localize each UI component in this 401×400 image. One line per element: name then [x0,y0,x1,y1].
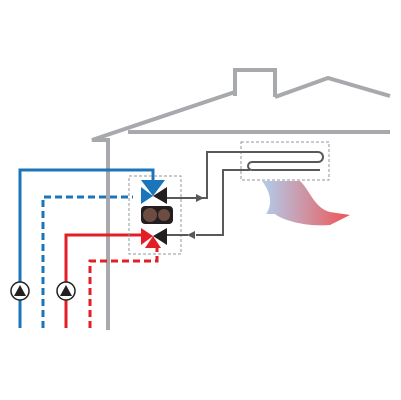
building-outline [91,68,391,330]
return-line-upper [167,151,250,199]
pump-arrow-icon [60,285,72,296]
actuator-motor [143,208,157,222]
airflow-icon [262,181,350,226]
pump-hot [56,281,76,301]
return-line-lower [196,169,250,236]
pump-arrow-icon [14,285,26,296]
hot-return-pipe-dashed [88,246,159,328]
three-way-valve-icon [141,180,165,196]
valve-right-triangle [153,228,167,245]
three-way-valve-upper [141,180,167,204]
valve-group-box [128,175,182,255]
three-way-valve-lower [141,228,167,248]
valve-bottom-triangle [145,236,161,248]
supply-lines [18,168,159,328]
cold-supply-pipe [18,168,155,328]
valve-right-triangle [153,187,167,204]
cold-return-pipe-dashed [41,195,133,328]
valve-left-triangle [141,187,153,204]
flow-arrow-icon [187,231,195,239]
chimney [233,68,277,97]
return-circuit [167,151,250,236]
roof-right-slope [274,75,391,99]
coil-heat-exchanger-icon [247,151,324,171]
pump-cold [10,281,30,301]
heat-exchanger-box [240,141,330,181]
flow-arrow-icon [196,194,204,202]
valve-actuator [141,206,173,224]
hot-supply-pipe [64,233,143,328]
three-way-valve-icon [141,228,153,245]
actuator-motor-2 [158,209,170,221]
